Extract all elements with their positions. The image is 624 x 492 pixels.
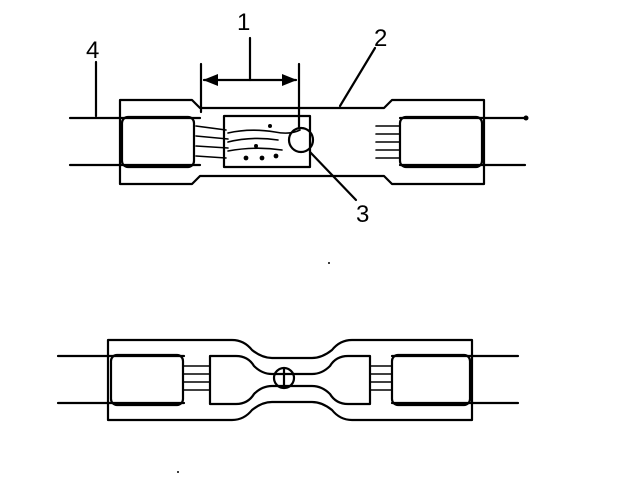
right-insulation-inner: [398, 115, 484, 169]
outer-sleeve-crimped: [106, 338, 474, 422]
wire-left: [68, 116, 202, 167]
right-insulation-inner-crimped: [390, 353, 472, 407]
wire-left-crimped: [56, 354, 186, 405]
wire-right-crimped: [390, 354, 520, 405]
wire-strands-in-barrel: [227, 124, 301, 161]
left-insulation-inner: [120, 115, 196, 169]
wire-right: [398, 115, 529, 167]
callout-2: 2: [374, 25, 387, 52]
speck: [177, 471, 179, 473]
wire-strands-left: [195, 125, 229, 159]
callout-3: 3: [356, 201, 369, 228]
left-insulation-inner-crimped: [109, 353, 185, 407]
leader-2: [338, 46, 377, 108]
dimension-marker: [199, 36, 301, 130]
wire-strands-right: [375, 125, 401, 159]
splice-before-crimp: 1 2 3 4: [68, 9, 529, 228]
callout-1: 1: [237, 9, 250, 36]
inspection-window: [287, 126, 315, 154]
speck: [328, 262, 330, 264]
splice-after-crimp: [56, 338, 520, 422]
outer-sleeve: [118, 98, 486, 186]
wire-strands-right-crimped: [369, 365, 393, 391]
callout-4: 4: [86, 37, 99, 64]
metal-barrel-crimped: [208, 354, 372, 406]
metal-barrel: [222, 114, 312, 169]
wire-strands-left-crimped: [183, 365, 211, 391]
inspection-window-crimped: [272, 366, 296, 390]
leader-3: [308, 150, 358, 202]
